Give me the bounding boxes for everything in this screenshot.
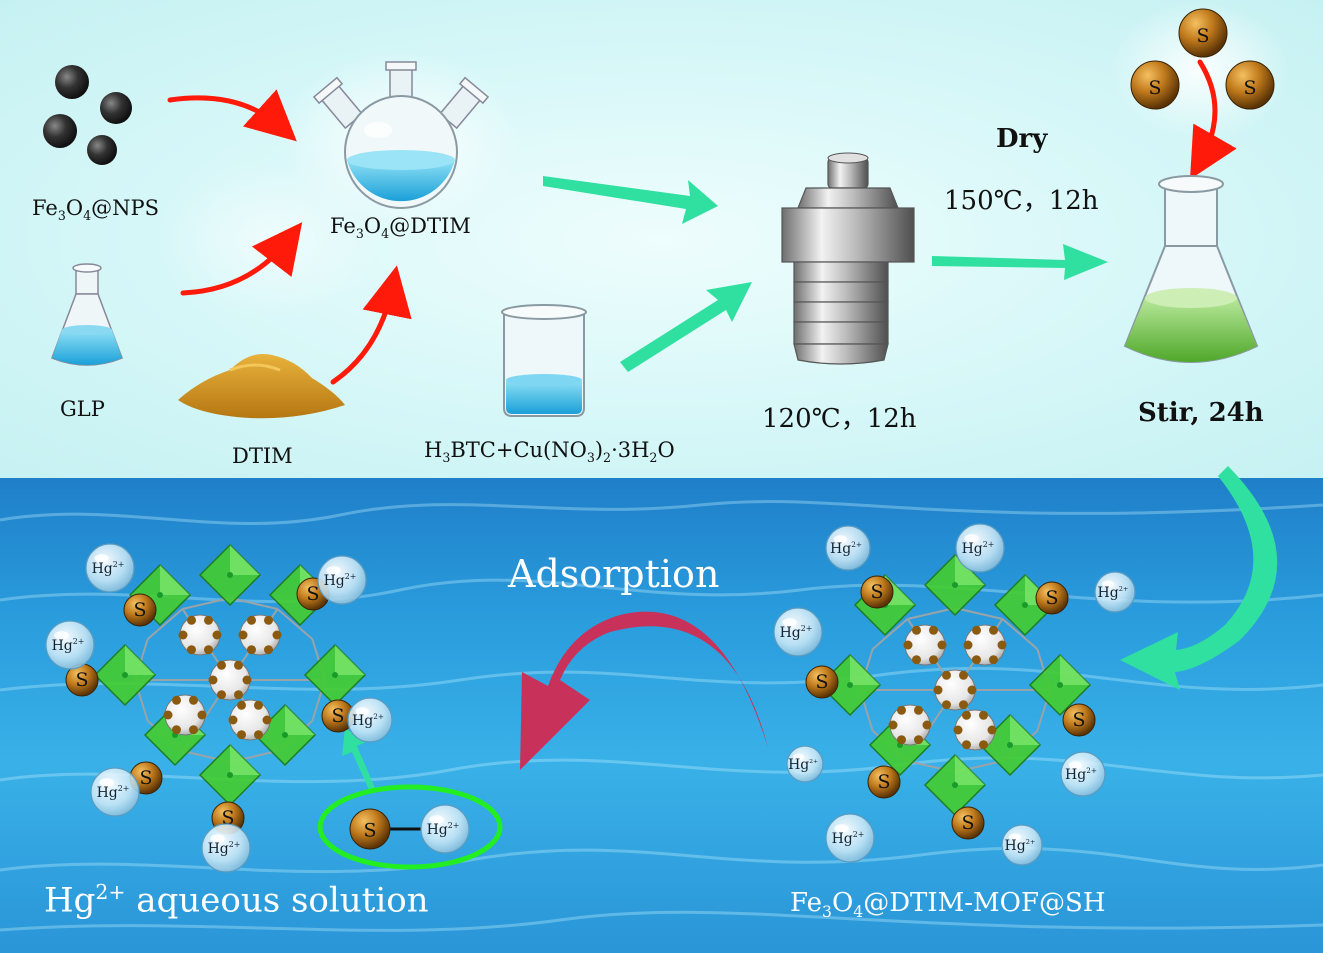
mercury-ion: Hg2+ xyxy=(85,543,135,593)
label-adsorption: Adsorption xyxy=(508,552,720,596)
sulfur-atom: S xyxy=(1178,8,1228,58)
label-dry: Dry xyxy=(996,124,1048,154)
svg-text:S: S xyxy=(363,820,376,842)
svg-text:S: S xyxy=(1243,77,1256,99)
sulfur-atom: S xyxy=(860,575,894,609)
mercury-ion: Hg2+ xyxy=(317,555,367,605)
label-product: Fe3O4@DTIM-MOF@SH xyxy=(790,888,1106,922)
mercury-ion: Hg2+ xyxy=(90,767,140,817)
green-curved-arrow xyxy=(1120,466,1278,690)
mercury-ion: Hg2+ xyxy=(1001,824,1043,866)
glp-flask xyxy=(51,263,123,366)
svg-text:S: S xyxy=(1148,77,1161,99)
svg-text:S: S xyxy=(331,705,344,727)
mercury-ion: Hg2+ xyxy=(825,813,875,863)
label-hg-solution: Hg2+ aqueous solution xyxy=(44,880,429,921)
sulfur-atom: S xyxy=(805,665,839,699)
sulfur-atom: S xyxy=(1225,60,1275,110)
label-fe3o4-dtim: Fe3O4@DTIM xyxy=(330,214,471,242)
mercury-ion: Hg2+ xyxy=(1094,571,1136,613)
mof-framework-right xyxy=(818,553,1092,817)
label-stir: Stir, 24h xyxy=(1138,398,1264,428)
svg-text:S: S xyxy=(877,771,890,793)
sulfur-atom: S xyxy=(321,699,355,733)
mercury-ion: Hg2+ xyxy=(786,745,824,783)
sulfur-atom: S xyxy=(65,663,99,697)
erlenmeyer-flask xyxy=(1123,175,1259,363)
sulfur-atom: S xyxy=(1062,703,1096,737)
mercury-ion: Hg2+ xyxy=(45,620,95,670)
fe3o4-nanoparticles xyxy=(43,65,132,165)
small-green-arrow xyxy=(342,728,375,792)
mercury-ion: Hg2+ xyxy=(773,607,823,657)
mercury-ion: Hg2+ xyxy=(420,804,470,854)
label-reagents: H3BTC+Cu(NO3)2·3H2O xyxy=(424,438,675,466)
label-condition-dry: 150℃，12h xyxy=(944,186,1099,216)
svg-text:S: S xyxy=(75,669,88,691)
svg-text:S: S xyxy=(1072,709,1085,731)
label-glp: GLP xyxy=(60,397,105,421)
svg-text:S: S xyxy=(815,671,828,693)
s-hg-selection-ring xyxy=(317,784,503,870)
mercury-ion: Hg2+ xyxy=(1060,751,1106,797)
svg-text:S: S xyxy=(306,583,319,605)
sulfur-atom: S xyxy=(1130,60,1180,110)
mercury-ion: Hg2+ xyxy=(955,523,1005,573)
green-arrows xyxy=(543,176,1108,372)
three-neck-flask xyxy=(312,61,490,209)
svg-text:S: S xyxy=(139,767,152,789)
dtim-powder xyxy=(178,354,345,419)
adsorption-arrow xyxy=(520,611,768,770)
label-fe3o4-nps: Fe3O4@NPS xyxy=(32,196,160,224)
mercury-ion: Hg2+ xyxy=(201,823,251,873)
sulfur-atom: S xyxy=(1035,581,1069,615)
sulfur-atom: S xyxy=(123,593,157,627)
sulfur-atom: S xyxy=(867,765,901,799)
red-arrows xyxy=(167,59,1237,385)
label-condition-autoclave: 120℃，12h xyxy=(762,404,917,434)
mercury-ion: Hg2+ xyxy=(347,697,393,743)
svg-text:S: S xyxy=(961,812,974,834)
beaker xyxy=(501,304,587,417)
svg-text:S: S xyxy=(1196,25,1209,47)
svg-text:S: S xyxy=(1045,587,1058,609)
sulfur-atom: S xyxy=(951,806,985,840)
sulfur-atom: S xyxy=(349,808,391,850)
mercury-ion: Hg2+ xyxy=(825,525,871,571)
label-dtim: DTIM xyxy=(232,444,293,468)
svg-text:S: S xyxy=(133,599,146,621)
autoclave xyxy=(781,152,915,365)
svg-text:S: S xyxy=(870,581,883,603)
